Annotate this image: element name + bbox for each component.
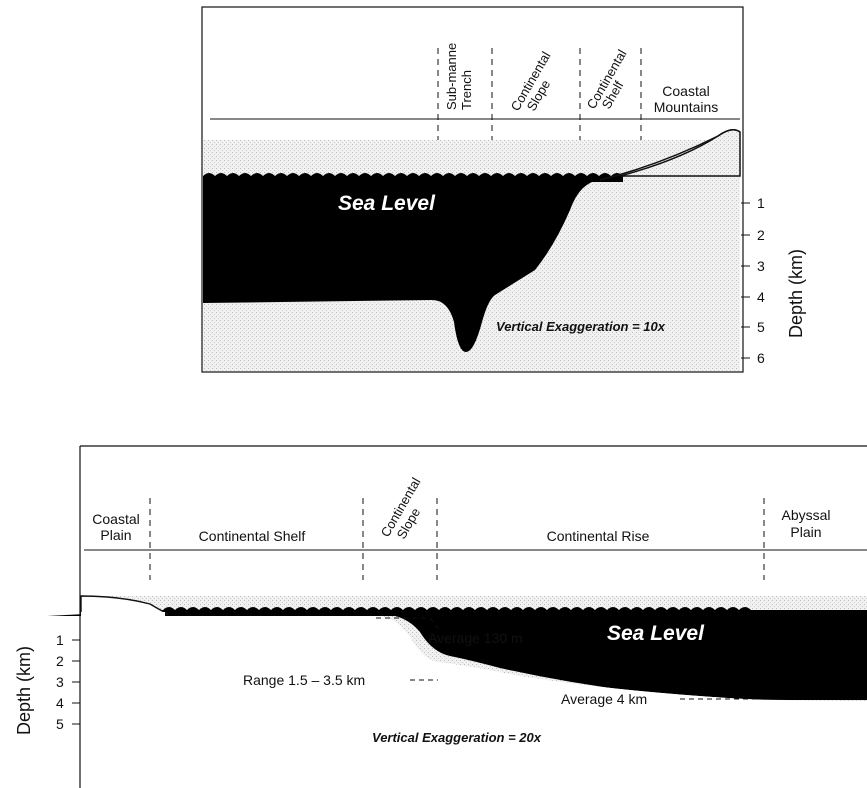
- bottom-depth-tick: 4: [56, 695, 64, 711]
- avg-130m-leader: [376, 617, 439, 629]
- bottom-coastal-plain: [80, 595, 169, 615]
- bottom-depth-tick: 1: [56, 632, 64, 648]
- top-water: [203, 176, 628, 352]
- top-exaggeration-label: Vertical Exaggeration = 10x: [496, 319, 666, 334]
- top-depth-tick: 4: [757, 289, 765, 305]
- bottom-zone-label: Abyssal: [781, 507, 830, 523]
- bottom-depth-tick: 2: [56, 653, 64, 669]
- top-depth-tick: 2: [757, 227, 765, 243]
- bottom-exaggeration-label: Vertical Exaggeration = 20x: [372, 730, 542, 745]
- bottom-zone-label: Continental Shelf: [199, 528, 306, 544]
- bottom-zone-label: Coastal: [92, 511, 139, 527]
- top-depth-axis-label: Depth (km): [786, 249, 806, 338]
- bottom-diagram: Coastal Plain Continental Shelf Continen…: [14, 445, 867, 788]
- top-zone-label: Sub-manne: [444, 43, 459, 110]
- bottom-slope: [380, 610, 867, 700]
- top-coast-line: [599, 129, 741, 181]
- bottom-sea-level-label: Sea Level: [607, 622, 705, 645]
- avg-4km-label: Average 4 km: [561, 691, 647, 707]
- bottom-land-under-shelf: [163, 616, 383, 788]
- bottom-zone-label: Continental Rise: [547, 528, 650, 544]
- top-depth-tick: 3: [757, 258, 765, 274]
- bottom-zone-label: Plain: [790, 524, 821, 540]
- avg-130m-label: Average 130 m: [428, 630, 523, 646]
- bottom-land-left: [81, 612, 165, 788]
- top-zone-label: Mountains: [654, 99, 719, 115]
- top-depth-tick: 6: [757, 350, 765, 366]
- top-zone-label: Trench: [459, 70, 474, 110]
- top-depth-tick: 1: [757, 195, 765, 211]
- top-sea-surface: [203, 173, 623, 182]
- range-label: Range 1.5 – 3.5 km: [243, 672, 365, 688]
- bottom-depth-tick: 5: [56, 716, 64, 732]
- top-depth-axis: 1 2 3 4 5 6: [741, 195, 765, 366]
- top-depth-tick: 5: [757, 319, 765, 335]
- bottom-depth-axis-label: Depth (km): [14, 646, 34, 735]
- bottom-zone-label: Plain: [100, 527, 131, 543]
- bottom-depth-tick: 3: [56, 674, 64, 690]
- bottom-sea-surface: [47, 607, 751, 616]
- bottom-slope-land: [380, 616, 867, 788]
- top-zone-label: Coastal: [662, 83, 709, 99]
- top-sea-level-label: Sea Level: [338, 192, 436, 215]
- top-diagram: Sub-manne Trench Continental Slope Conti…: [201, 6, 806, 373]
- bottom-depth-axis: 1 2 3 4 5: [56, 632, 80, 732]
